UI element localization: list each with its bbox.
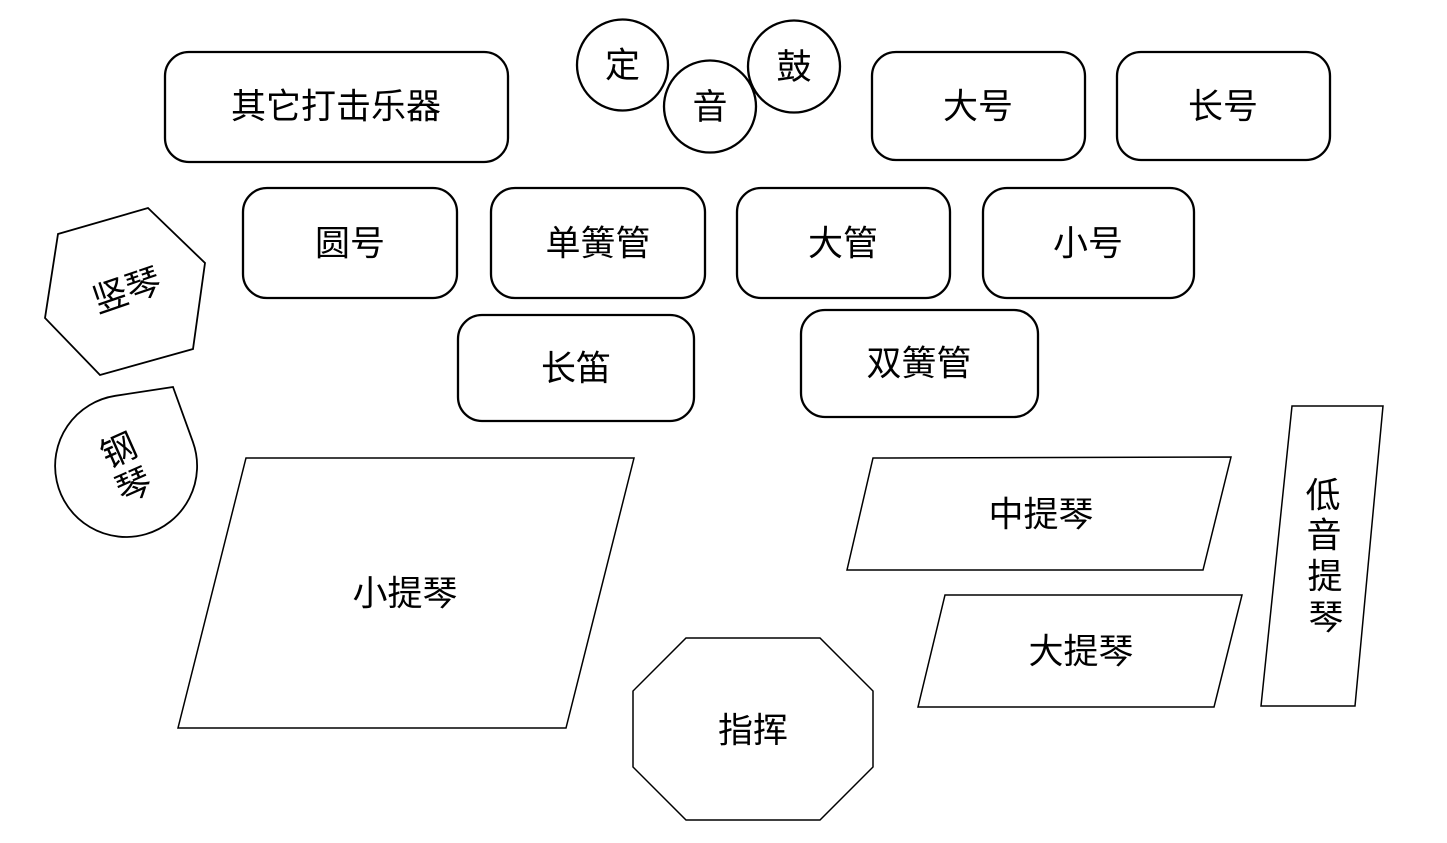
- node-trombone: 长号: [1115, 50, 1332, 162]
- rounded-rect-shape: [456, 313, 696, 423]
- rounded-rect-shape: [981, 186, 1196, 300]
- node-bassoon: 大管: [735, 186, 952, 300]
- double-bass-char-1: 低: [1305, 477, 1340, 516]
- timpani-char-3: 鼓: [776, 48, 811, 87]
- double-bass-char-4: 琴: [1308, 599, 1343, 638]
- node-timpani: 定 鼓 音: [575, 18, 842, 154]
- node-conductor: 指挥: [632, 637, 874, 821]
- cellos-label: 大提琴: [1028, 633, 1133, 672]
- octagon-shape: [632, 637, 874, 821]
- node-cellos: 大提琴: [917, 594, 1243, 708]
- flute-label: 长笛: [541, 350, 611, 389]
- circle-shape: [746, 19, 842, 114]
- node-tuba: 大号: [870, 50, 1087, 162]
- node-trumpet: 小号: [981, 186, 1196, 300]
- rounded-rect-shape: [870, 50, 1087, 162]
- node-violins: 小提琴: [177, 457, 635, 729]
- rounded-rect-shape: [735, 186, 952, 300]
- node-other-percussion: 其它打击乐器: [163, 50, 510, 164]
- node-violas: 中提琴: [846, 456, 1232, 571]
- rounded-rect-shape: [241, 186, 459, 300]
- node-piano: 钢 琴: [54, 385, 198, 538]
- double-bass-char-3: 提: [1307, 558, 1342, 597]
- node-flute: 长笛: [456, 313, 696, 423]
- timpani-char-2: 音: [692, 88, 727, 127]
- trumpet-label: 小号: [1053, 225, 1123, 264]
- node-harp: 竖琴: [44, 206, 206, 377]
- tuba-label: 大号: [943, 88, 1013, 127]
- hexagon-shape: [44, 206, 206, 377]
- circle-shape: [575, 18, 670, 112]
- oboe-label: 双簧管: [866, 345, 971, 384]
- teardrop-shape: [54, 385, 198, 538]
- node-french-horn: 圆号: [241, 186, 459, 300]
- double-bass-char-2: 音: [1306, 517, 1341, 556]
- node-clarinet: 单簧管: [489, 186, 707, 300]
- conductor-label: 指挥: [718, 712, 788, 751]
- other-percussion-label: 其它打击乐器: [231, 88, 441, 127]
- parallelogram-shape: [846, 456, 1232, 571]
- parallelogram-shape: [177, 457, 635, 729]
- trombone-label: 长号: [1188, 88, 1258, 127]
- clarinet-label: 单簧管: [545, 225, 650, 264]
- rounded-rect-shape: [799, 308, 1040, 419]
- node-oboe: 双簧管: [799, 308, 1040, 419]
- french-horn-label: 圆号: [315, 225, 385, 264]
- rounded-rect-shape: [163, 50, 510, 164]
- timpani-char-1: 定: [605, 47, 640, 86]
- circle-shape: [662, 59, 758, 154]
- parallelogram-shape: [917, 594, 1243, 708]
- bassoon-label: 大管: [808, 225, 878, 264]
- violas-label: 中提琴: [988, 496, 1093, 535]
- rounded-rect-shape: [489, 186, 707, 300]
- violins-label: 小提琴: [352, 575, 457, 614]
- rounded-rect-shape: [1115, 50, 1332, 162]
- node-double-bass: 低 音 提 琴: [1260, 405, 1384, 707]
- parallelogram-shape: [1260, 405, 1384, 707]
